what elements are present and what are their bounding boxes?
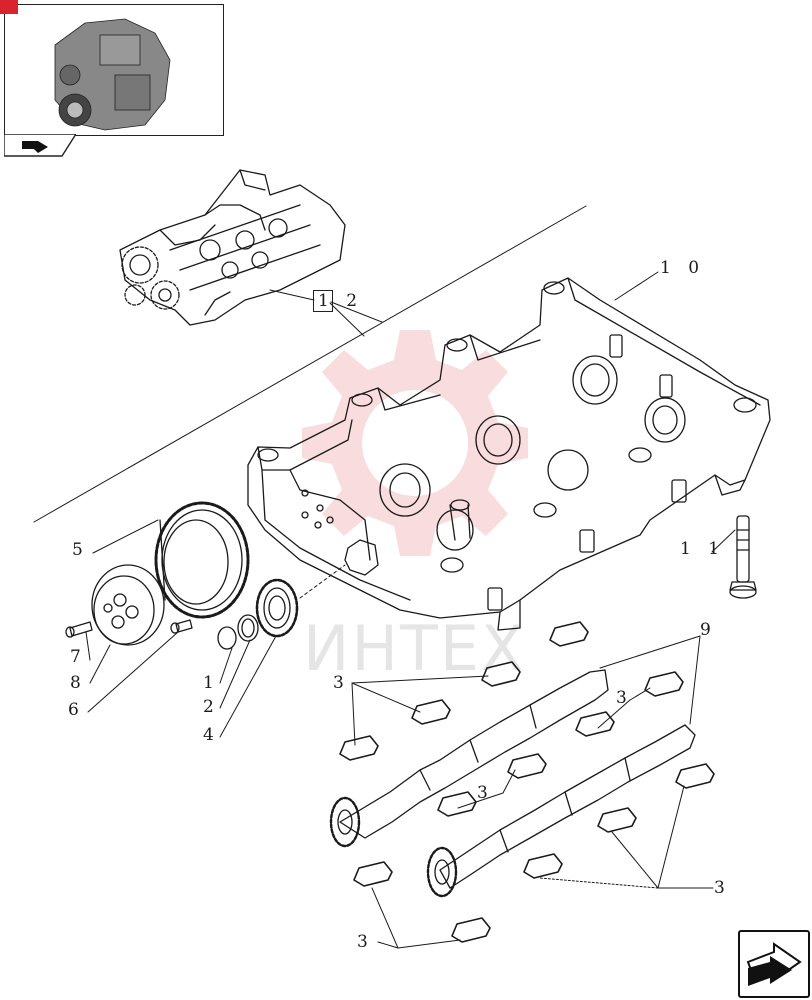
callout-6: 6 — [68, 700, 85, 720]
callout-8: 8 — [70, 673, 87, 693]
callout-3-e: 3 — [357, 932, 374, 952]
engine-thumbnail-icon — [54, 18, 171, 131]
callout-3-c: 3 — [477, 783, 494, 803]
next-page-arrow-icon — [746, 942, 802, 986]
callout-3-a: 3 — [333, 673, 350, 693]
watermark-gear-icon — [302, 330, 528, 556]
bearing-shell-group — [339, 621, 715, 943]
bolt-6 — [170, 619, 193, 634]
callout-12: 1 2 — [318, 291, 364, 311]
callout-3-b: 3 — [616, 688, 633, 708]
balancer-housing-10 — [247, 277, 771, 631]
large-gear-5 — [154, 501, 250, 619]
callout-1: 1 — [203, 673, 220, 693]
balancer-shaft-9-lower — [426, 724, 696, 898]
snap-ring-1 — [217, 626, 237, 650]
assembly-thumbnail-12 — [119, 169, 346, 326]
callout-9: 9 — [700, 620, 717, 640]
small-gear-4 — [255, 578, 299, 638]
corner-marker-icon — [0, 0, 18, 14]
thumbnail-tab — [4, 134, 76, 157]
callout-3-d: 3 — [714, 878, 731, 898]
callout-2: 2 — [203, 697, 220, 717]
bolt-11 — [729, 515, 757, 599]
callout-10: 1 0 — [660, 258, 706, 278]
next-page-button[interactable] — [738, 930, 810, 998]
reference-box-12 — [313, 290, 333, 312]
watermark-text: ИНТЕХ — [303, 612, 526, 685]
washer-2 — [237, 614, 259, 642]
callout-11: 1 1 — [680, 539, 726, 559]
callout-7: 7 — [70, 647, 87, 667]
flat-arrow-icon — [22, 141, 48, 153]
separator-line — [33, 205, 587, 523]
callout-4: 4 — [203, 725, 220, 745]
screw-7 — [65, 621, 93, 638]
hub-8 — [91, 564, 165, 646]
callout-5: 5 — [72, 540, 89, 560]
balancer-shaft-9-upper — [329, 669, 609, 848]
engine-thumbnail[interactable] — [4, 4, 224, 136]
